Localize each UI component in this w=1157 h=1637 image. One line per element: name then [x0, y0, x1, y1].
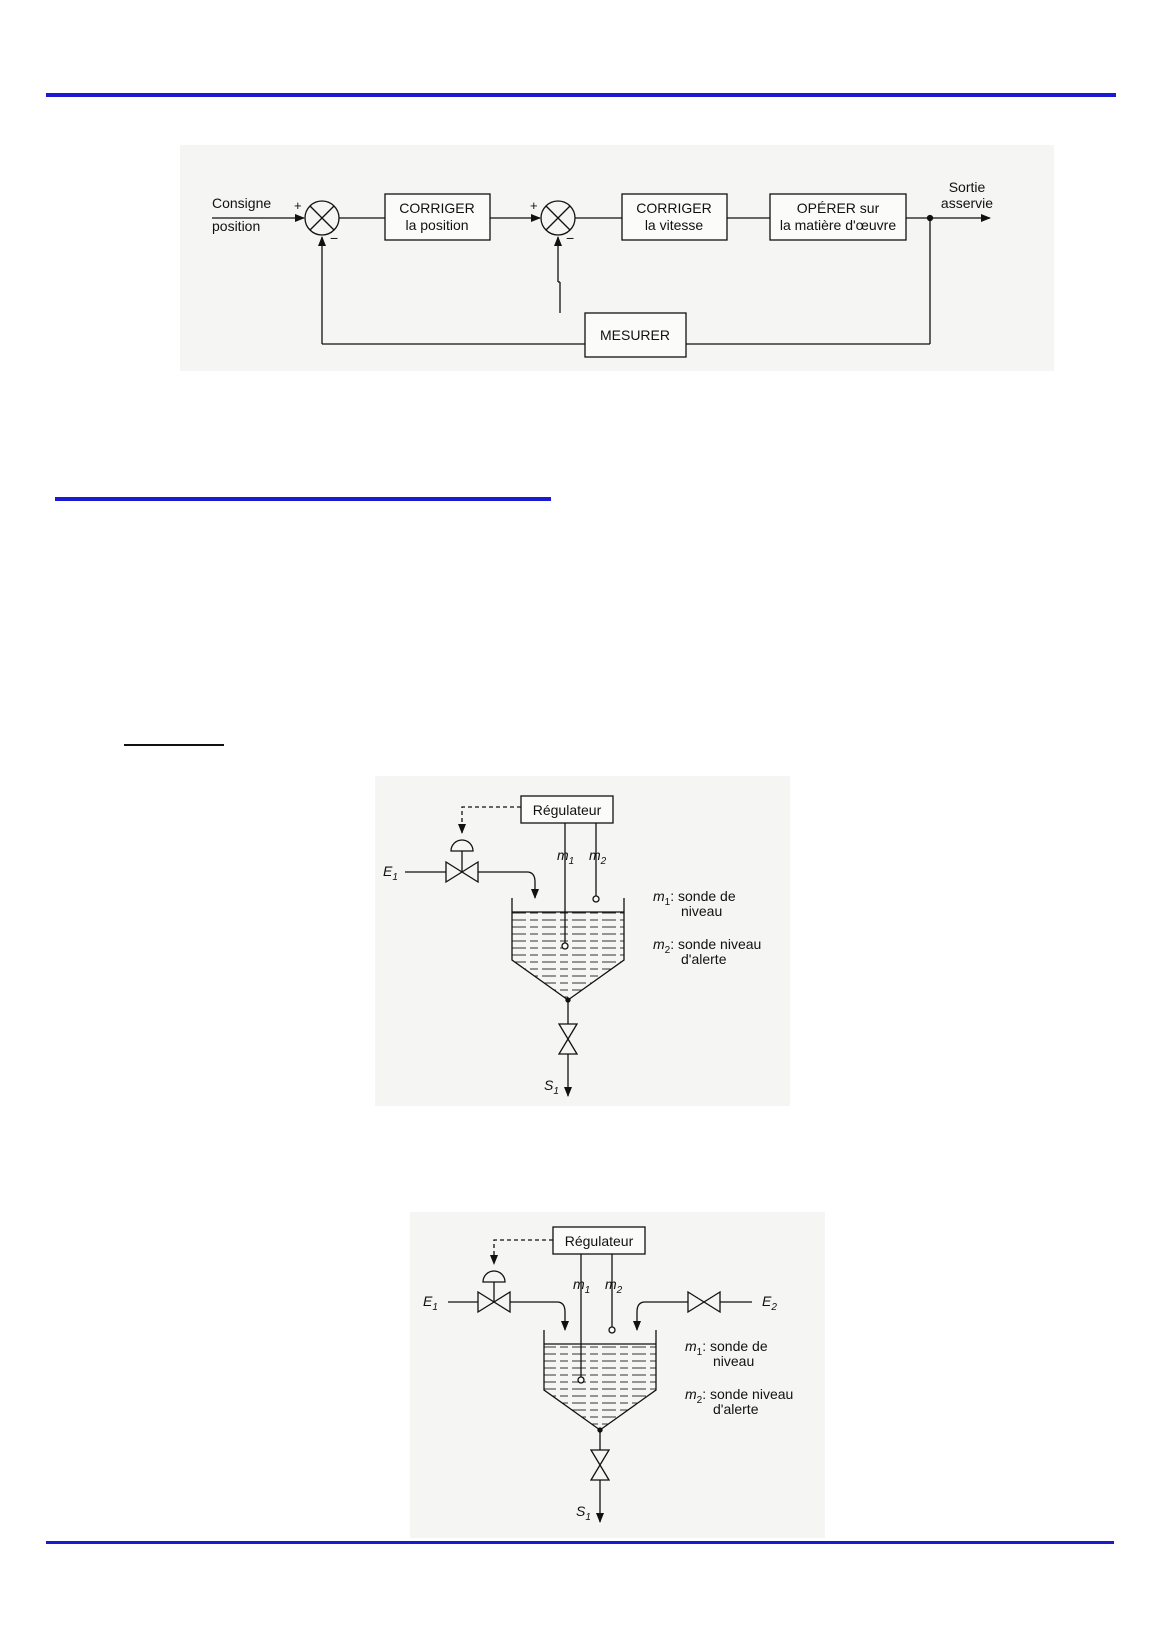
tank1-legend-m1-b: niveau: [681, 903, 722, 919]
minus-sign-2: −: [566, 230, 574, 246]
tank1-actuator: [450, 839, 474, 852]
minus-sign-1: −: [330, 230, 338, 246]
box1-line2: la position: [405, 217, 468, 233]
tank1-regulator-label: Régulateur: [533, 802, 602, 818]
section-rule: [55, 497, 551, 501]
tank2-regulator-label: Régulateur: [565, 1233, 634, 1249]
block-diagram: [212, 193, 991, 358]
correct-speed-box: [621, 193, 728, 241]
tank2-outlet-valve: [589, 1449, 611, 1481]
tank1-inlet-label: E1: [383, 863, 398, 883]
tank1-legend-m1: m1: sonde de: [653, 888, 736, 908]
tank1-outlet-valve: [557, 1023, 579, 1055]
box2-line2: la vitesse: [645, 217, 704, 233]
tank2-m1-label: m1: [573, 1276, 590, 1296]
tank2-labels: Régulateur E1 E2 m1 m2 S1 m1: sonde de n…: [423, 1233, 793, 1523]
tank2-legend-m2-b: d'alerte: [713, 1401, 759, 1417]
tank2-inlet-label: E1: [423, 1293, 438, 1313]
tank1-outlet-label: S1: [544, 1077, 559, 1097]
box1-line1: CORRIGER: [399, 200, 474, 216]
tank2-m2-label: m2: [605, 1276, 623, 1296]
tank2-legend-m2: m2: sonde niveau: [685, 1386, 793, 1406]
plus-sign-1: +: [294, 198, 302, 213]
correct-position-box: [384, 193, 491, 241]
input-label-1: Consigne: [212, 195, 271, 211]
tank2-legend-m1-b: niveau: [713, 1353, 754, 1369]
input-label-2: position: [212, 218, 260, 234]
tank2-actuator: [482, 1270, 506, 1283]
box3-line1: OPÉRER sur: [797, 200, 880, 216]
tank1-m1-label: m1: [557, 847, 574, 867]
tank1-labels: Régulateur E1 m1 m2 S1 m1: sonde de nive…: [383, 802, 761, 1097]
tank2-legend-m1: m1: sonde de: [685, 1338, 768, 1358]
top-rule: [46, 93, 1116, 97]
measure-box: [584, 312, 687, 358]
tank1-legend-m2-b: d'alerte: [681, 951, 727, 967]
plus-sign-2: +: [530, 198, 538, 213]
box2-line1: CORRIGER: [636, 200, 711, 216]
block-diagram-labels: Consigne position + − + − CORRIGER la po…: [212, 179, 993, 343]
tank1-diagram: [405, 795, 625, 1097]
tank2-inlet2-valve: [687, 1290, 721, 1314]
tank1-m2-label: m2: [589, 847, 607, 867]
tank1-inlet-valve: [445, 860, 479, 884]
box3-line2: la matière d'œuvre: [780, 217, 896, 233]
tank1-legend-m2: m2: sonde niveau: [653, 936, 761, 956]
tank2-inlet-valve: [477, 1290, 511, 1314]
output-line1: Sortie: [949, 179, 986, 195]
operate-box: [769, 193, 907, 241]
measure-label: MESURER: [600, 327, 670, 343]
output-line2: asservie: [941, 195, 993, 211]
tank2-outlet-label: S1: [576, 1503, 591, 1523]
tank2-diagram: [448, 1226, 752, 1523]
bottom-rule: [46, 1541, 1114, 1544]
short-underline: [124, 744, 224, 746]
tank2-inlet2-label: E2: [762, 1293, 777, 1313]
tank1-regulator-box: [520, 795, 614, 824]
